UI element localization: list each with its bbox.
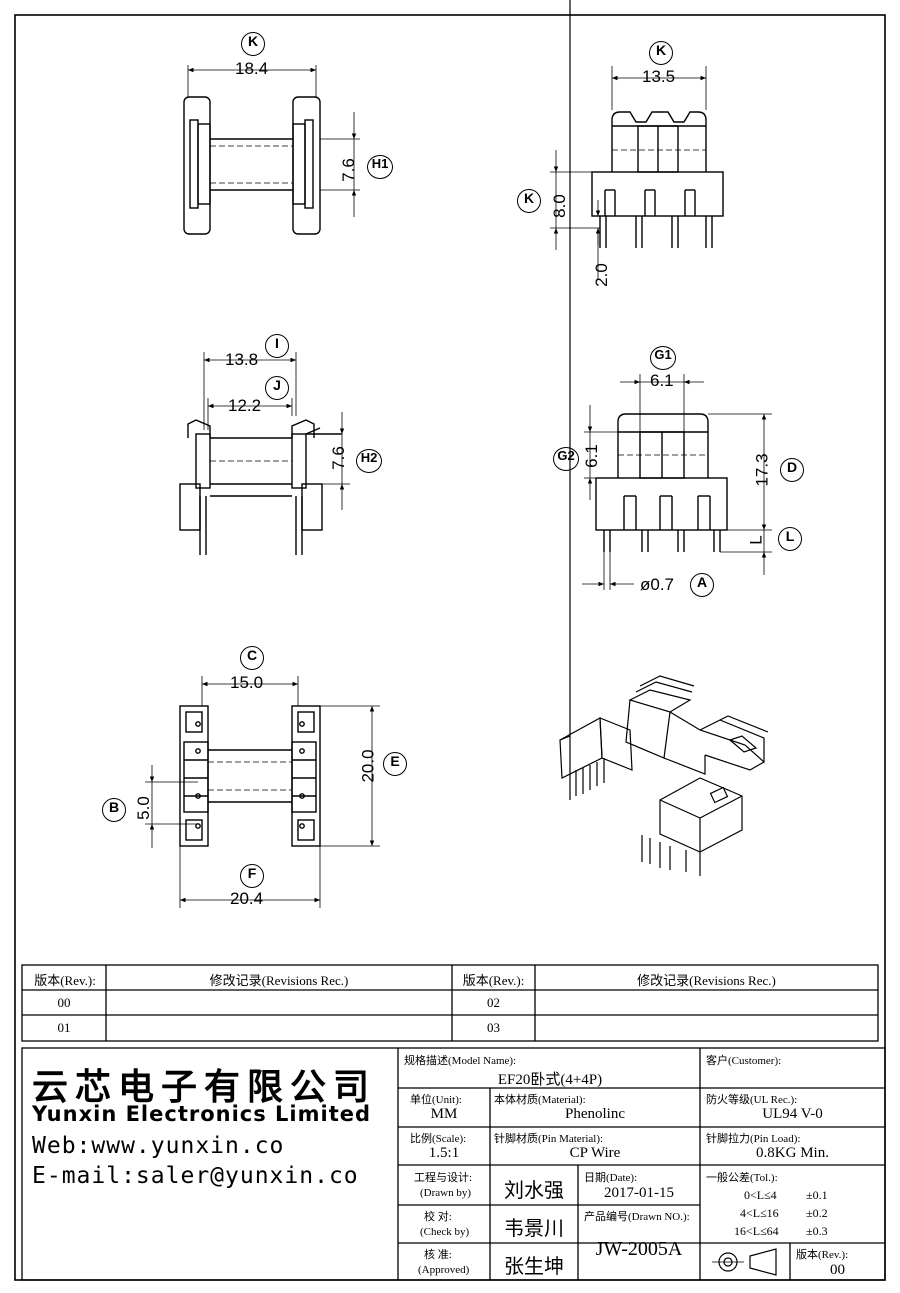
dim-front2-d-17-3: 17.3 [752,453,772,487]
rec-header-right: 修改记录(Revisions Rec.) [637,973,776,988]
model-label: 规格描述(Model Name): [404,1055,517,1067]
approved-value: 张生坤 [504,1256,564,1278]
dim-front2-l: L [746,535,766,545]
rev-row-01: 01 [57,1020,71,1035]
callout-a: A [690,573,714,597]
model-value: EF20卧式(4+4P) [497,1072,603,1088]
rev-row-00: 00 [57,995,71,1010]
top-view [183,65,360,235]
callout-k-front-h: K [517,189,541,213]
material-value: Phenolinc [565,1106,625,1122]
company-name-cn: 云芯电子有限公司 [32,1067,377,1108]
scale-label: 比例(Scale): [410,1133,467,1145]
rev-row-02: 02 [487,995,500,1010]
callout-g2: G2 [553,447,579,471]
ul-label: 防火等级(UL Rec.): [706,1094,798,1106]
callout-i: I [265,334,289,358]
callout-k-top: K [241,32,265,56]
unit-label: 单位(Unit): [410,1094,462,1106]
rev-header-right: 版本(Rev.): [462,973,525,988]
dim-top-18-4: 18.4 [235,59,269,78]
drawn-no-label: 产品编号(Drawn NO.): [584,1211,690,1223]
scale-value: 1.5:1 [428,1145,460,1161]
isometric-view [559,0,769,876]
callout-d: D [780,458,804,482]
side-view [179,352,350,555]
callout-e: E [383,752,407,776]
approved-label-en: (Approved) [418,1264,470,1276]
dim-front2-a-pin: ø0.7 [640,575,675,594]
title-block-lines [21,1047,886,1281]
dim-bottom-b-5-0: 5.0 [133,796,153,820]
check-label-en: (Check by) [420,1226,470,1238]
check-label: 校 对: [424,1211,452,1223]
customer-label: 客户(Customer): [706,1055,782,1067]
company-email: E-mail:saler@yunxin.co [32,1163,359,1189]
callout-l: L [778,527,802,551]
tol-value-3: ±0.3 [806,1224,828,1238]
dim-bottom-e-20-0: 20.0 [358,749,378,783]
dim-side-h2-7-6: 7.6 [328,446,348,470]
date-value: 2017-01-15 [604,1185,674,1201]
callout-f: F [240,864,264,888]
dim-front2-g2-6-1: 6.1 [581,444,601,468]
company-web: Web:www.yunxin.co [32,1133,285,1159]
unit-value: MM [430,1106,458,1122]
tol-value-1: ±0.1 [806,1188,828,1202]
company-name-en: Yunxin Electronics Limited [32,1102,372,1126]
dim-bottom-f-20-4: 20.4 [230,889,264,908]
check-value: 韦景川 [504,1218,564,1240]
approved-label: 核 准: [424,1249,452,1261]
front-view [550,66,724,280]
front2-view [582,374,772,590]
callout-h2: H2 [356,449,382,473]
callout-c: C [240,646,264,670]
pin-load-label: 针脚拉力(Pin Load): [706,1133,801,1145]
drawn-label: 工程与设计: [414,1172,473,1184]
tol-range-3: 16<L≤64 [734,1224,779,1238]
rev-label: 版本(Rev.): [796,1249,849,1261]
rec-header-left: 修改记录(Revisions Rec.) [209,973,349,988]
tol-value-2: ±0.2 [806,1206,828,1220]
dim-side-13-8: 13.8 [225,350,259,369]
rev-header-left: 版本(Rev.): [34,973,96,988]
rev-row-03: 03 [487,1020,500,1035]
callout-k-front-w: K [649,41,673,65]
callout-g1: G1 [650,346,676,370]
rev-value: 00 [830,1262,845,1278]
tol-range-2: 4<L≤16 [740,1206,779,1220]
callout-j: J [265,376,289,400]
drawn-value: 刘水强 [504,1180,564,1202]
material-label: 本体材质(Material): [494,1094,586,1106]
dim-front-2-0: 2.0 [591,263,611,287]
dim-front-8-0: 8.0 [549,194,569,218]
tolerance-label: 一般公差(Tol.): [706,1172,778,1184]
drawn-label-en: (Drawn by) [420,1187,472,1199]
pin-material-label: 针脚材质(Pin Material): [494,1133,604,1145]
projection-symbol [712,1248,777,1276]
pin-load-value: 0.8KG Min. [756,1145,829,1161]
callout-b: B [102,798,126,822]
callout-h1: H1 [367,155,393,179]
tol-range-1: 0<L≤4 [744,1188,777,1202]
dim-front2-g1-6-1: 6.1 [650,371,674,390]
dim-side-12-2: 12.2 [228,396,262,415]
ul-value: UL94 V-0 [762,1106,823,1122]
bottom-view [145,676,380,908]
drawn-no-value: JW-2005A [595,1238,683,1260]
pin-material-value: CP Wire [569,1145,621,1161]
dim-bottom-c-15-0: 15.0 [230,673,264,692]
date-label: 日期(Date): [584,1172,638,1184]
revision-table-lines [21,964,879,1042]
dim-front-13-5: 13.5 [642,67,676,86]
dim-top-h1-7-6: 7.6 [338,158,358,182]
